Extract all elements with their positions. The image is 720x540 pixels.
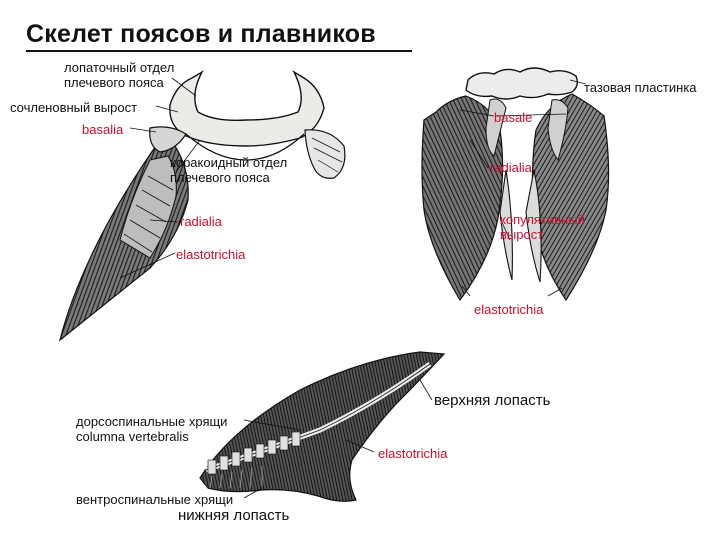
- basalia-plate: [149, 126, 187, 153]
- tail-figure: [199, 351, 446, 502]
- label-lower-lobe: нижняя лопасть: [178, 507, 290, 524]
- pelvic-leader-lines: [459, 79, 587, 297]
- coracoid-bar: [185, 133, 305, 161]
- label-pectoral-radialia: radialia: [180, 214, 222, 229]
- title-underline: [26, 50, 412, 52]
- label-pectoral-elastotrichia: elastotrichia: [176, 247, 246, 262]
- label-articular-process: сочленовный вырост: [10, 100, 138, 115]
- label-pelvic-elastotrichia: elastotrichia: [474, 302, 544, 317]
- label-scapular-region: лопаточный отдел плечевого пояса: [64, 60, 175, 90]
- pelvic-fin-figure: [421, 67, 610, 302]
- label-basalia: basalia: [82, 122, 124, 137]
- pectoral-radialia: [119, 155, 177, 259]
- tail-ventral-cartilages: [209, 466, 263, 489]
- label-copulatory-process: копулятивный вырост: [500, 212, 585, 242]
- label-dorsal-cartilages: дорсоспинальные хрящи columna vertebrali…: [76, 414, 228, 444]
- pectoral-leader-lines: [119, 77, 201, 279]
- right-fin-stub: [304, 129, 346, 179]
- label-tail-elastotrichia: elastotrichia: [378, 446, 448, 461]
- pelvic-plate: [465, 67, 579, 100]
- label-upper-lobe: верхняя лопасть: [434, 392, 551, 409]
- pectoral-fin-figure: [58, 70, 346, 342]
- label-pelvic-radialia: radialia: [490, 160, 532, 175]
- copulatory-process-left: [499, 169, 513, 281]
- tail-leader-lines: [243, 379, 433, 499]
- pelvic-basale-left: [485, 98, 507, 157]
- copulatory-process-right: [525, 169, 542, 283]
- label-ventral-cartilages: вентроспинальные хрящи: [76, 492, 234, 507]
- label-coracoid-region: коракоидный отдел плечевого пояса: [170, 155, 288, 185]
- shoulder-girdle: [169, 70, 325, 147]
- pelvic-fin-left: [421, 95, 504, 302]
- label-pelvic-plate: тазовая пластинка: [584, 80, 697, 95]
- tail-vertebrae: [207, 431, 301, 475]
- label-basale: basale: [494, 110, 533, 125]
- pelvic-fin-right: [531, 93, 610, 302]
- page-title: Скелет поясов и плавников: [26, 20, 376, 48]
